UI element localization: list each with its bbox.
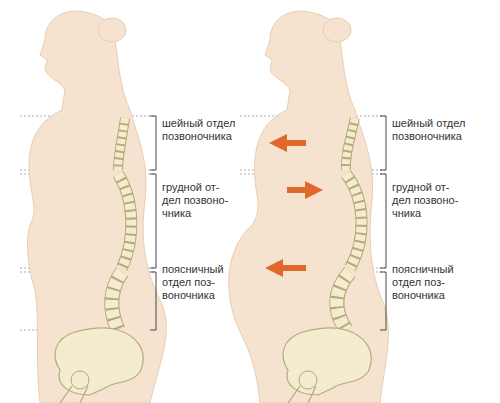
hair-bun	[323, 18, 351, 42]
spine	[337, 118, 362, 330]
body-silhouette	[229, 11, 389, 403]
bracket	[150, 116, 386, 330]
pelvis	[283, 328, 371, 395]
section-label: грудной от- дел позвоно- чника	[162, 181, 234, 220]
section-label: шейный отдел позвоночника	[392, 117, 476, 143]
section-label: поясничный отдел поз- воночника	[392, 263, 458, 302]
section-label: грудной от- дел позвоно- чника	[392, 181, 464, 220]
body-silhouette	[28, 11, 167, 403]
section-label: шейный отдел позвоночника	[162, 117, 246, 143]
femur	[60, 386, 88, 403]
section-label: поясничный отдел поз- воночника	[162, 263, 228, 302]
femur-head	[299, 371, 317, 389]
femur	[288, 386, 316, 403]
force-arrow	[274, 143, 314, 268]
spine	[112, 118, 132, 330]
pelvis	[55, 328, 143, 395]
hair-bun	[98, 18, 126, 42]
femur-head	[71, 371, 89, 389]
